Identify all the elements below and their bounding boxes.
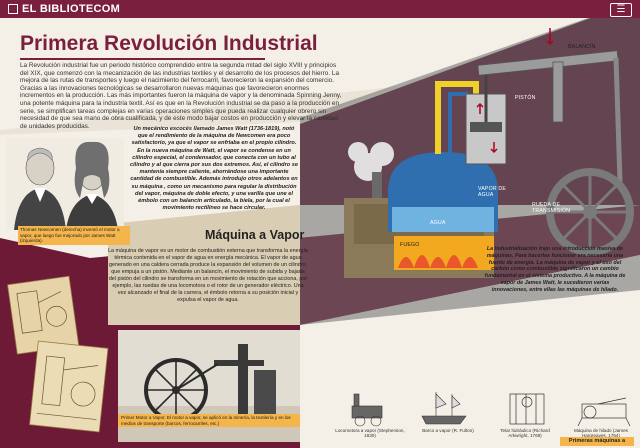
smoke-icon <box>348 142 394 181</box>
flame-icon <box>398 255 478 268</box>
locomotive-icon <box>351 393 383 427</box>
machines-tag: Primeras máquinas a vapor. <box>560 437 634 448</box>
machines-panel <box>300 255 640 448</box>
title-underline <box>20 58 265 60</box>
label-piston: PISTÓN <box>515 95 536 101</box>
patent-sketches <box>7 275 109 433</box>
top-bar: EL BIBLIOTECOM ☰ <box>0 0 640 18</box>
portraits-caption: Thomas Newcomen (derecha) inventó el mot… <box>18 226 130 245</box>
steam-engine-diagram <box>344 28 634 278</box>
logo-mark-icon <box>8 4 18 14</box>
machine-label-loom: Telar hidráulico (Richard Arkwright, 176… <box>500 428 550 439</box>
logo: EL BIBLIOTECOM <box>8 3 120 15</box>
sketch-sheet-2 <box>29 340 109 433</box>
menu-icon[interactable]: ☰ <box>610 3 632 17</box>
label-balancin: BALANCÍN <box>568 44 596 50</box>
portrait-watt-icon <box>14 147 66 230</box>
machine-label-steamship: Barco a vapor (R. Fulton) <box>422 428 474 433</box>
label-agua: AGUA <box>430 220 446 226</box>
intro-paragraph: La Revolución industrial fue un periodo … <box>20 62 342 130</box>
water-level <box>392 207 494 232</box>
piston-icon <box>470 122 502 132</box>
water-pipe <box>448 92 468 154</box>
loom-icon <box>509 393 545 425</box>
industrialization-paragraph: La industrialización trajo una introducc… <box>484 246 626 293</box>
tan-panel <box>108 205 300 325</box>
up-arrow-icon <box>476 102 484 114</box>
machines-illustrations <box>351 392 631 427</box>
beam-support <box>552 61 564 123</box>
flywheel-icon <box>546 168 634 256</box>
portraits-illustration <box>6 138 124 230</box>
balancin-beam <box>477 50 619 76</box>
section-body: La máquina de vapor es un motor de combu… <box>108 248 308 303</box>
machine-label-spinning: Máquina de hilado (James Hargreaves, 176… <box>574 428 628 439</box>
down-arrow-icon <box>490 142 498 154</box>
label-vapor-agua: VAPOR DE AGUA <box>478 186 507 198</box>
connecting-rod <box>613 57 623 183</box>
label-fuego: FUEGO <box>400 242 420 248</box>
engine-caption: Primer Motor a Vapor. El motor a vapor, … <box>118 414 300 428</box>
steamship-icon <box>421 392 467 425</box>
spinning-jenny-icon <box>577 397 631 427</box>
section-title: Máquina a Vapor <box>205 228 305 242</box>
chimney <box>372 172 382 202</box>
balancin-arrow-icon <box>546 28 554 46</box>
page-title: Primera Revolución Industrial <box>20 32 318 55</box>
label-rueda: RUEDA DE TRANSMISIÓN <box>532 202 571 214</box>
portrait-newcomen-icon <box>66 141 118 230</box>
machine-label-locomotive: Locomotora a vapor (Stephenson, 1830) <box>335 428 405 439</box>
watt-paragraph: Un mecánico escocés llamado James Watt (… <box>130 126 298 212</box>
